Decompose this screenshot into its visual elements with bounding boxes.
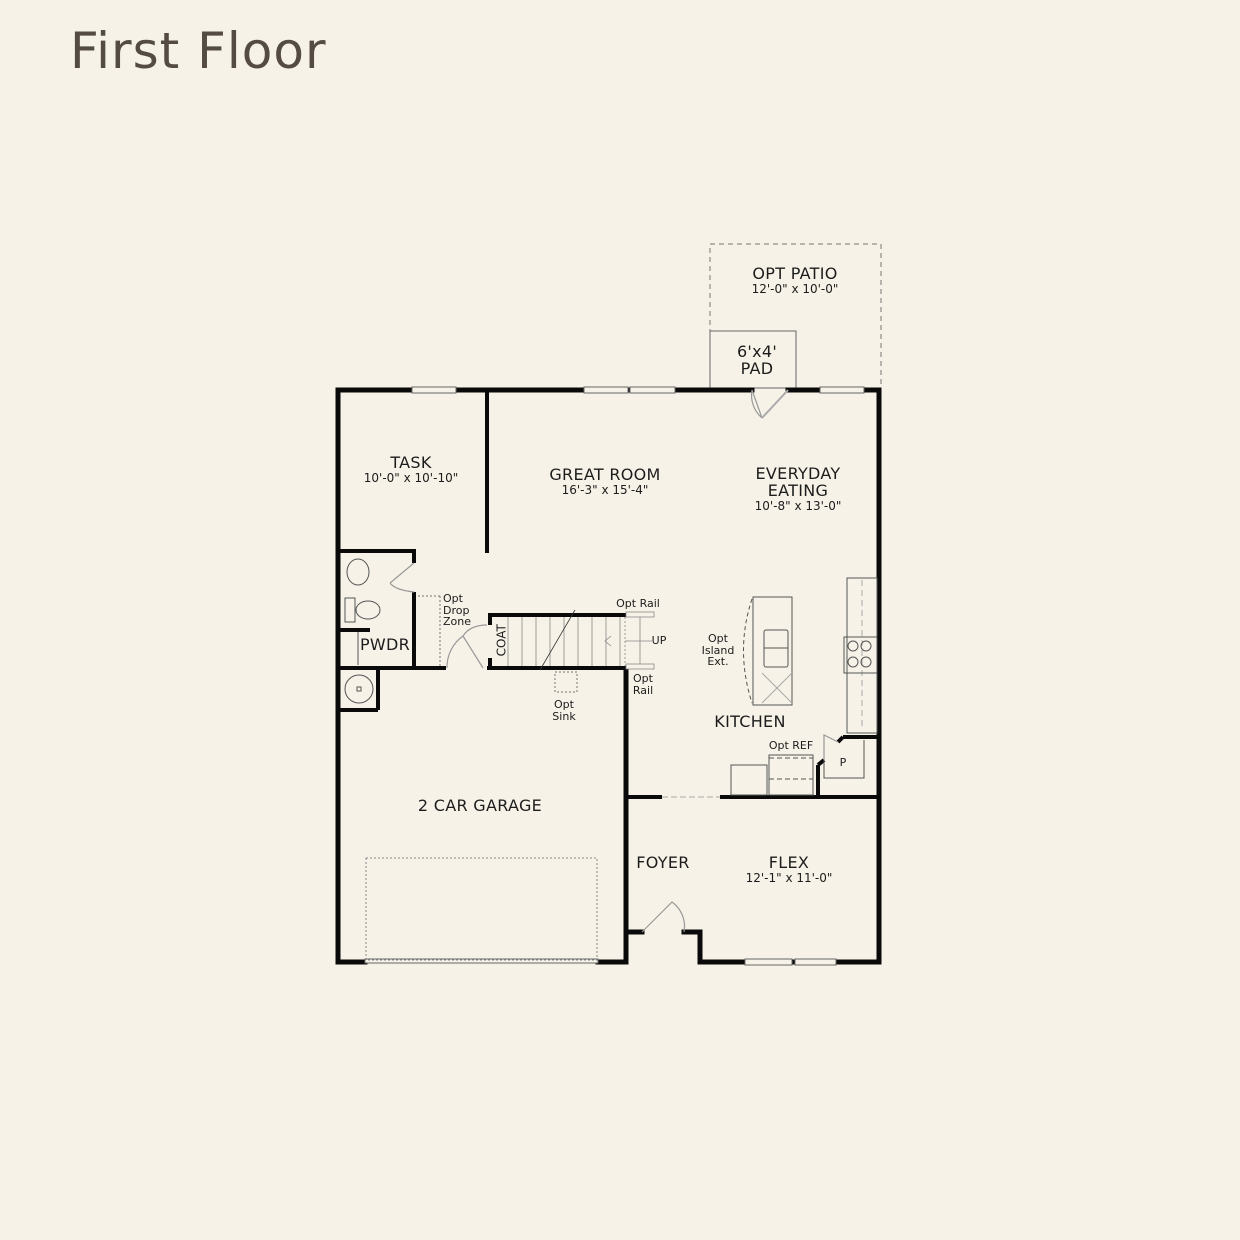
opt-ref-label: Opt REF — [768, 739, 814, 752]
exterior-walls — [335, 387, 882, 965]
opt-island-ext-label: Opt Island Ext. — [702, 633, 735, 668]
kitchen-fixtures — [662, 577, 878, 798]
opt-patio-label: OPT PATIO 12'-0" x 10'-0" — [751, 264, 839, 296]
opt-drop-zone-label: Opt Drop Zone — [443, 593, 471, 628]
rail-line2: Rail — [632, 683, 654, 697]
island-line2: Island — [701, 643, 735, 657]
everyday-eating-line2: EATING — [767, 480, 829, 500]
flex-name: FLEX — [768, 853, 810, 872]
opt-sink-label: Opt Sink — [552, 699, 575, 722]
opt-rail-top-label: Opt Rail — [616, 597, 660, 610]
up-label: UP — [651, 634, 667, 647]
great-room-name: GREAT ROOM — [549, 465, 661, 484]
stairs — [507, 609, 655, 671]
opt-patio-dims: 12'-0" x 10'-0" — [751, 281, 839, 296]
garage-name: 2 CAR GARAGE — [417, 796, 543, 815]
island-line3: Ext. — [707, 655, 729, 669]
opt-patio-name: OPT PATIO — [752, 264, 838, 283]
everyday-eating-dims: 10'-8" x 13'-0" — [754, 498, 842, 513]
opt-sink-outline — [554, 671, 578, 693]
windows — [364, 386, 865, 966]
pad-label: 6'x4' PAD — [736, 342, 778, 378]
pad-name: PAD — [740, 358, 774, 378]
kitchen-name: KITCHEN — [714, 712, 786, 731]
sink-line2: Sink — [552, 709, 576, 723]
garage-door-outline — [365, 857, 598, 961]
page-title: First Floor — [70, 22, 327, 80]
rail-line1: Opt — [633, 672, 653, 685]
island-line1: Opt — [708, 632, 728, 645]
doors — [389, 389, 839, 933]
coat-label: COAT — [494, 624, 509, 657]
task-label: TASK 10'-0" x 10'-10" — [363, 453, 459, 485]
great-room-dims: 16'-3" x 15'-4" — [561, 482, 649, 497]
task-dims: 10'-0" x 10'-10" — [363, 470, 459, 485]
foyer-label: FOYER — [636, 853, 690, 872]
powder-fixtures — [344, 558, 381, 704]
flex-dims: 12'-1" x 11'-0" — [745, 870, 833, 885]
everyday-eating-label: EVERYDAY EATING 10'-8" x 13'-0" — [754, 464, 842, 513]
everyday-eating-line1: EVERYDAY — [755, 464, 841, 483]
drop-zone-line1: Opt — [443, 592, 463, 605]
opt-rail-bottom-label: Opt Rail — [633, 673, 653, 696]
great-room-label: GREAT ROOM 16'-3" x 15'-4" — [549, 465, 661, 497]
garage-label: 2 CAR GARAGE — [417, 796, 543, 815]
pad-size: 6'x4' — [736, 342, 778, 361]
drop-zone-line2: Drop — [443, 603, 470, 617]
pwdr-name: PWDR — [359, 635, 411, 654]
pwdr-label: PWDR — [359, 635, 411, 654]
pantry-label: P — [839, 756, 847, 769]
interior-walls — [340, 392, 879, 799]
flex-label: FLEX 12'-1" x 11'-0" — [745, 853, 833, 885]
sink-line1: Opt — [554, 698, 574, 711]
task-name: TASK — [390, 453, 432, 472]
foyer-name: FOYER — [636, 853, 690, 872]
drop-zone-line3: Zone — [443, 615, 472, 629]
kitchen-label: KITCHEN — [714, 712, 786, 731]
